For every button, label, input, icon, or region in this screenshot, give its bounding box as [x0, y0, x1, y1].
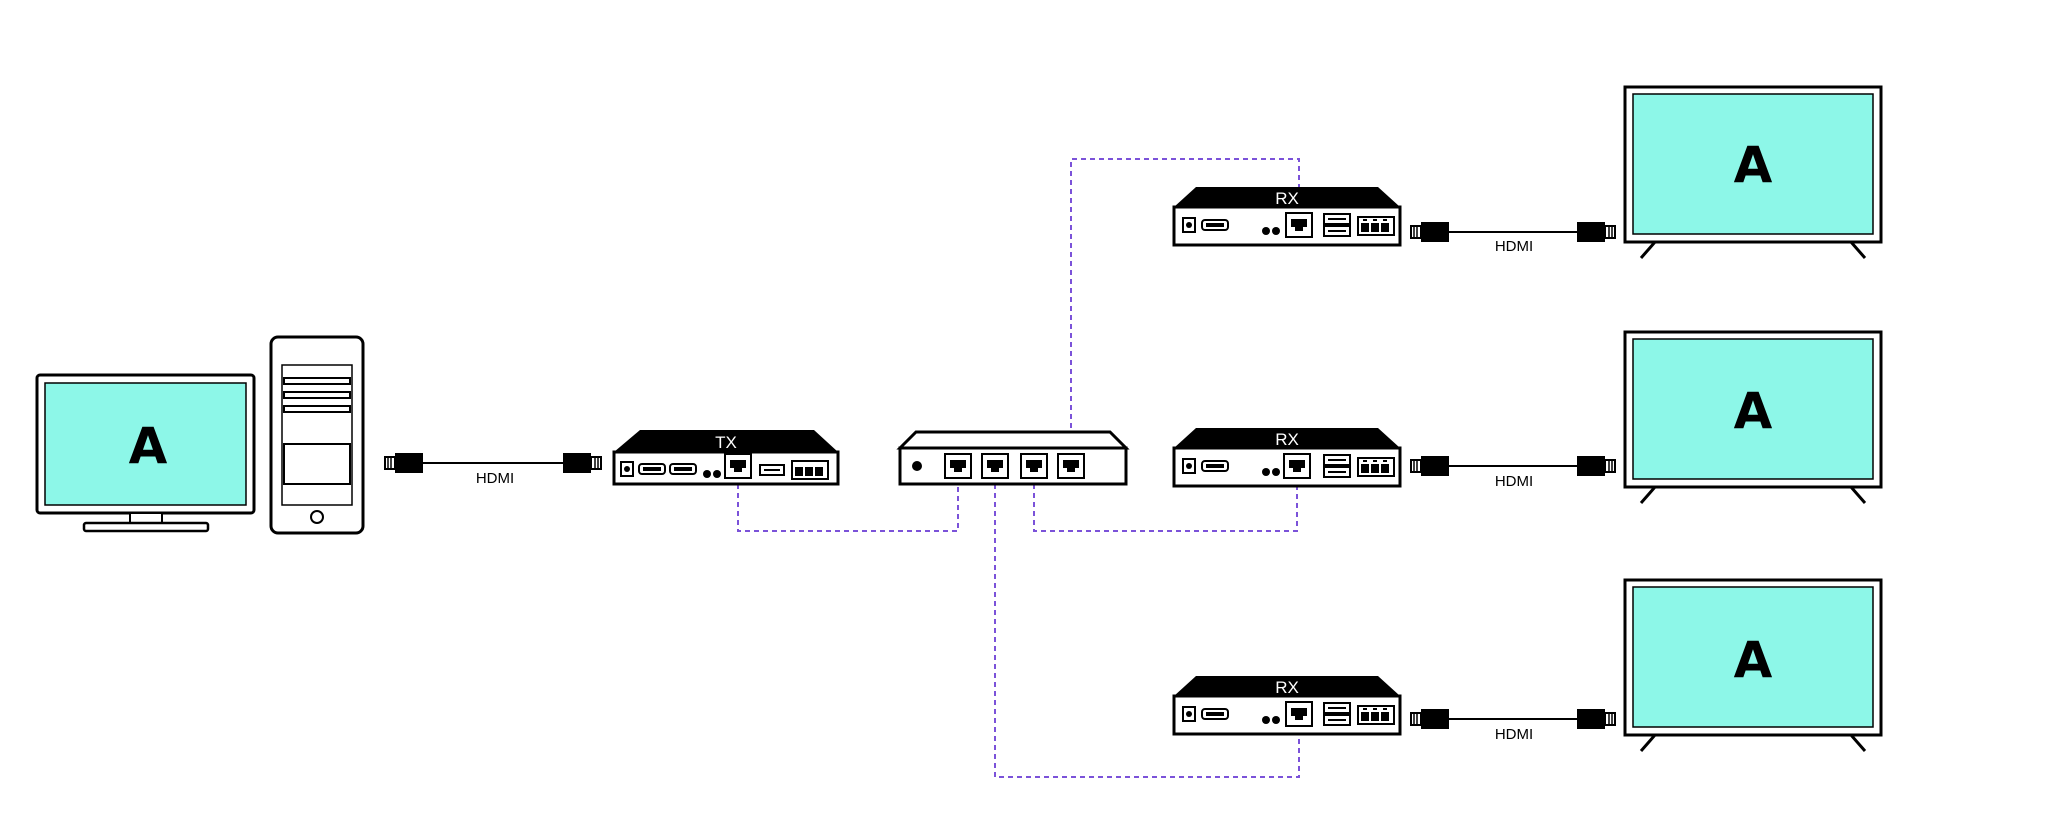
receiver-box-1: RX [1172, 185, 1402, 247]
desktop-computer-icon: A [35, 373, 256, 533]
pc-tower-icon [269, 335, 365, 535]
rx-label-1: RX [1275, 189, 1299, 208]
rx-label-2: RX [1275, 430, 1299, 449]
tv-screen-letter-1: A [1734, 136, 1773, 194]
television-icon: A [1623, 330, 1883, 505]
hdmi-cable-rx3: HDMI [1410, 708, 1616, 743]
network-cable-tx-switch [737, 484, 959, 532]
television-icon: A [1623, 578, 1883, 753]
tx-label: TX [715, 433, 737, 452]
hdmi-label-rx1: HDMI [1495, 238, 1533, 255]
source-screen-letter: A [129, 417, 168, 475]
receiver-box-3: RX [1172, 674, 1402, 736]
transmitter-box: TX [612, 430, 840, 486]
hdmi-label-source: HDMI [476, 470, 514, 487]
television-icon: A [1623, 85, 1883, 260]
hdmi-cable-rx1: HDMI [1410, 221, 1616, 255]
hdmi-label-rx3: HDMI [1495, 726, 1533, 743]
network-cable-switch-rx2 [1033, 484, 1298, 532]
network-cable-switch-rx3 [994, 484, 1300, 778]
tv-screen-letter-3: A [1734, 631, 1773, 689]
rx-label-3: RX [1275, 678, 1299, 697]
hdmi-label-rx2: HDMI [1495, 473, 1533, 490]
hdmi-cable-rx2: HDMI [1410, 455, 1616, 490]
network-switch-icon [896, 430, 1130, 486]
hdmi-cable-source: HDMI [384, 452, 602, 487]
tv-screen-letter-2: A [1734, 382, 1773, 440]
receiver-box-2: RX [1172, 426, 1402, 488]
